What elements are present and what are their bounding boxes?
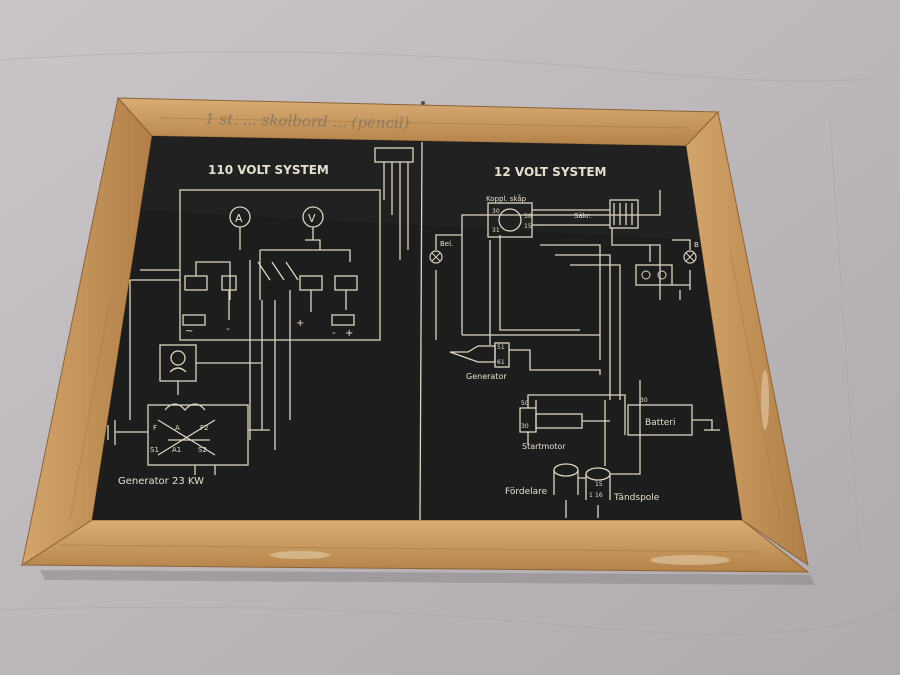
ignition-coil-label: Tändspole	[613, 493, 660, 503]
term-31: 31	[492, 227, 500, 234]
right-panel-wiring	[435, 190, 720, 518]
winding-s2: S2	[198, 446, 207, 454]
term-starter-30: 30	[521, 423, 529, 430]
term-coil-15: 15	[595, 481, 603, 488]
winding-a1: A1	[172, 446, 181, 454]
pencil-note: 1 st. ... skolbord ... (pencil)	[205, 110, 410, 132]
left-lamp-label: Bel.	[440, 240, 453, 248]
left-panel-wiring	[107, 147, 414, 475]
right-lamp-cross	[685, 252, 695, 262]
fuse-box-label: Säkr.	[574, 212, 591, 220]
term-61: 61	[497, 359, 505, 366]
terminal-minus-2: -	[332, 328, 336, 339]
voltmeter-label: V	[308, 212, 316, 225]
winding-s1: S1	[150, 446, 159, 454]
term-coil-16: 16	[595, 492, 603, 499]
fabric-folds	[0, 50, 900, 635]
term-battery-30: 30	[640, 397, 648, 404]
term-51: 51	[497, 344, 505, 351]
voltmeter	[302, 206, 324, 228]
left-lamp-icon	[429, 250, 443, 264]
right-panel-labels: 12 VOLT SYSTEM Koppl. skåp Säkr. Bel. B …	[429, 165, 699, 503]
terminal-minus-1: -	[226, 324, 230, 335]
diagram-board	[92, 136, 742, 520]
terminal-plus-1: +	[296, 318, 304, 329]
right-panel-title: 12 VOLT SYSTEM	[494, 165, 606, 179]
left-lamp-cross	[431, 252, 441, 262]
ammeter-label: A	[235, 212, 243, 225]
terminal-ac: ~	[185, 326, 193, 337]
generator-label: Generator	[466, 372, 507, 381]
relay-contact-1	[641, 270, 651, 280]
ammeter	[229, 206, 251, 228]
worn-paint-spots	[270, 370, 769, 565]
term-starter-50: 50	[521, 400, 529, 407]
starter-label: Startmotor	[522, 442, 566, 451]
term-15: 15	[524, 223, 532, 230]
relay-contact-2	[657, 270, 667, 280]
winding-f: F	[153, 424, 157, 432]
panel-divider	[419, 141, 423, 521]
right-lamp-label: B	[694, 241, 699, 249]
term-50: 50	[524, 213, 532, 220]
distributor-label: Fördelare	[505, 487, 548, 497]
hanging-nail	[421, 101, 425, 105]
left-panel-title: 110 VOLT SYSTEM	[208, 163, 329, 177]
board-reflection	[140, 136, 700, 240]
winding-f2: F2	[200, 424, 208, 432]
right-lamp-icon	[683, 250, 697, 264]
frame-shadow	[40, 570, 815, 585]
winding-a: A	[175, 424, 180, 432]
term-coil-1: 1	[589, 492, 593, 499]
terminal-plus-2: +	[345, 328, 353, 339]
wood-grain	[59, 117, 781, 553]
term-30: 30	[492, 208, 500, 215]
left-panel-labels: 110 VOLT SYSTEM A V ~ - + - + F A F2 S1 …	[118, 163, 353, 487]
junction-box-label: Koppl. skåp	[486, 194, 527, 203]
left-panel-caption: Generator 23 KW	[118, 476, 204, 487]
battery-label: Batteri	[645, 418, 676, 428]
